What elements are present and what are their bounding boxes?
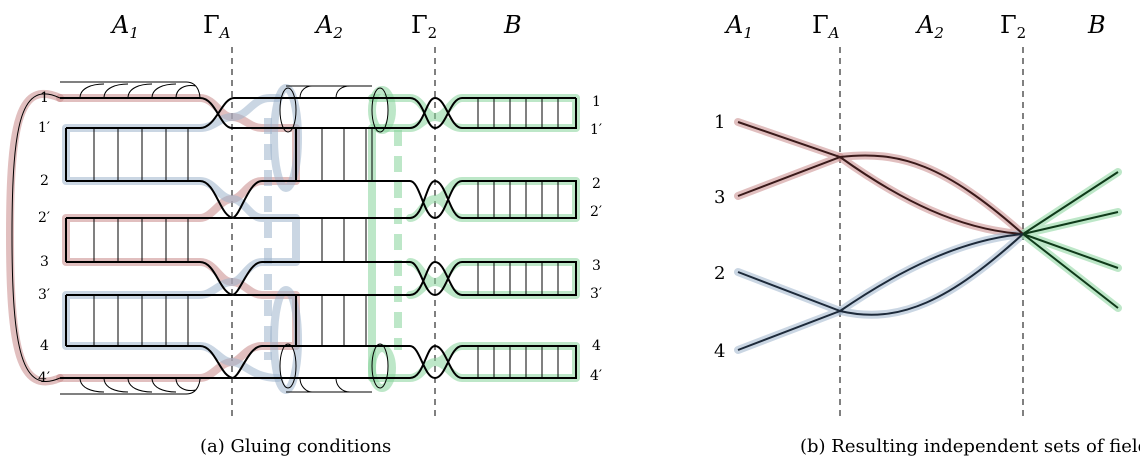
- b-left-label: 2: [714, 263, 725, 284]
- header-b-a1: A1: [724, 11, 753, 42]
- b-blue-left-line: [737, 271, 843, 351]
- left-label: 1: [40, 90, 49, 106]
- b-red-left: [734, 118, 844, 200]
- header-b-gamma-2: Γ2: [1000, 11, 1026, 42]
- right-label: 3: [592, 258, 601, 274]
- right-label: 1′: [590, 122, 602, 138]
- green-band: [368, 94, 580, 382]
- a1-top-arcs: [60, 81, 201, 99]
- left-label: 3′: [38, 287, 50, 303]
- blue-loop-bottom: [270, 286, 302, 394]
- a1-bottom-arcs: [60, 377, 201, 395]
- highlight-bands: [6, 84, 580, 394]
- right-label: 2: [592, 176, 601, 192]
- caption-a: (a) Gluing conditions: [200, 436, 391, 457]
- caption-b: (b) Resulting independent sets of fields: [800, 436, 1140, 457]
- right-label: 4: [592, 338, 601, 354]
- right-index-labels: 1 1′ 2 2′ 3 3′ 4 4′: [590, 94, 602, 384]
- b-red-right-line: [839, 154, 1024, 235]
- left-label: 4: [40, 338, 49, 354]
- left-label: 1′: [38, 120, 50, 136]
- left-index-labels: 1 1′ 2 2′ 3 3′ 4 4′: [38, 90, 50, 386]
- header-b-b: B: [1087, 11, 1106, 39]
- right-label: 2′: [590, 204, 602, 220]
- wire-1-right: [262, 96, 577, 129]
- wire-1p: [66, 97, 576, 130]
- rungs-a1: [60, 81, 201, 395]
- b-loop-bottom: [371, 343, 389, 389]
- header-a2: A2: [314, 11, 343, 42]
- right-label: 1: [592, 94, 601, 110]
- wire-4: [60, 344, 577, 380]
- header-b: B: [503, 11, 522, 39]
- b-left-label: 1: [714, 112, 725, 133]
- outer-loop-wire: [11, 93, 61, 382]
- a2-loop-bottom: [279, 343, 297, 389]
- left-label: 3: [40, 254, 49, 270]
- b-left-label: 4: [714, 341, 725, 362]
- header-b-gamma-a: ΓA: [812, 11, 840, 42]
- wire-2: [66, 179, 577, 220]
- left-label: 2′: [38, 210, 50, 226]
- b-loop-top: [371, 87, 389, 133]
- right-label: 3′: [590, 286, 602, 302]
- rungs-a2: [279, 85, 389, 393]
- header-b-a2: A2: [915, 11, 944, 42]
- b-left-label: 3: [714, 187, 725, 208]
- wire-1: [60, 97, 296, 129]
- blue-loop-top: [270, 84, 302, 192]
- red-outer-loop: [6, 89, 64, 386]
- panel-a: A1 ΓA A2 Γ2 B: [6, 11, 602, 457]
- b-blue-right: [836, 230, 1027, 319]
- b-red-right: [836, 151, 1027, 238]
- panel-b: A1 ΓA A2 Γ2 B 1 3 2 4 (b) Resulting inde…: [714, 11, 1140, 457]
- blue-band: [62, 94, 300, 382]
- right-label: 4′: [590, 368, 602, 384]
- header-gamma-2: Γ2: [411, 11, 437, 42]
- a2-loop-top: [279, 87, 297, 133]
- left-label: 2: [40, 173, 49, 189]
- wires: [11, 93, 577, 382]
- a2-bottom-arcs: [286, 377, 372, 393]
- left-label: 4′: [38, 370, 50, 386]
- rungs-b: [477, 98, 559, 378]
- a2-top-arcs: [286, 85, 372, 99]
- red-band: [56, 94, 300, 382]
- header-gamma-a: ΓA: [203, 11, 231, 42]
- b-green-ray-lines: [1022, 171, 1119, 309]
- b-blue-right-line: [839, 233, 1024, 316]
- header-a1: A1: [110, 11, 139, 42]
- wire-3: [66, 260, 577, 297]
- b-blue-left: [734, 268, 844, 354]
